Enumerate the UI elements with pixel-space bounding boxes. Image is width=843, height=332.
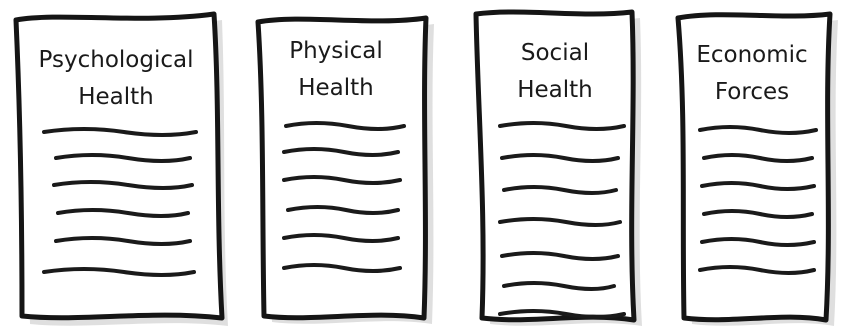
document-title-line-2: Health [298,75,374,101]
document-physical-health: Physical Health [258,18,434,324]
document-title-line-2: Health [517,77,593,103]
document-title-line-2: Health [78,84,154,110]
document-title-line-1: Social [521,40,589,66]
document-title-line-1: Psychological [39,47,194,73]
document-title-line-1: Economic [696,42,807,68]
document-economic-forces: Economic Forces [678,14,838,326]
document-psychological-health: Psychological Health [16,14,228,326]
document-social-health: Social Health [476,12,642,326]
document-title-line-2: Forces [715,79,789,105]
document-title-line-1: Physical [289,38,383,64]
